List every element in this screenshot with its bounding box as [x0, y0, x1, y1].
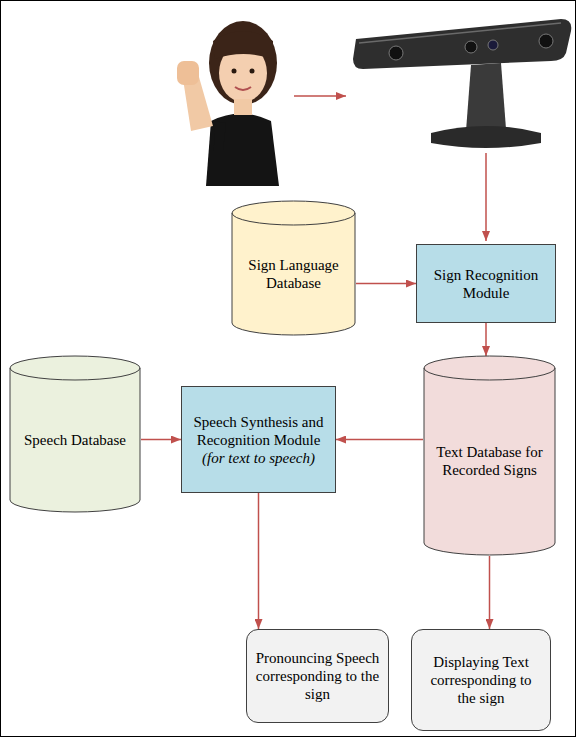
- cylinder-body: [10, 356, 140, 512]
- node-note: (for text to speech): [202, 449, 315, 467]
- flow-arrow: [258, 493, 260, 629]
- node-label: Sign Recognition Module: [425, 266, 547, 302]
- flow-arrow: [485, 323, 487, 356]
- flow-arrow: [141, 439, 181, 441]
- node-label: Displaying Text corresponding to the sig…: [420, 653, 542, 707]
- capture-arrow: [294, 95, 346, 97]
- output-box: Displaying Text corresponding to the sig…: [411, 629, 551, 731]
- database-cylinder: Sign Language Database: [231, 201, 356, 336]
- node-label: Pronouncing Speech corresponding to the …: [255, 649, 380, 703]
- database-cylinder: Text Database for Recorded Signs: [423, 356, 556, 556]
- flow-arrow: [356, 283, 416, 285]
- cylinder-rim: [232, 213, 355, 225]
- node-label: Sign Language Database: [239, 256, 348, 292]
- node-label: Speech Database: [24, 431, 126, 449]
- cylinder-rim: [424, 368, 555, 380]
- flow-arrow: [489, 556, 491, 629]
- node-label: Speech Synthesis and Recognition Module: [190, 413, 327, 449]
- cylinder-body: [424, 356, 555, 555]
- cylinder-body: [232, 201, 355, 335]
- node-label: Text Database for Recorded Signs: [431, 443, 548, 479]
- process-box: Speech Synthesis and Recognition Module(…: [181, 386, 336, 493]
- database-cylinder: Speech Database: [9, 356, 141, 513]
- girl-photo: [151, 3, 291, 186]
- input-arrow: [485, 153, 487, 241]
- process-box: Sign Recognition Module: [416, 244, 556, 323]
- depth-sensor: [353, 19, 571, 148]
- flow-arrow: [336, 439, 423, 441]
- output-box: Pronouncing Speech corresponding to the …: [246, 629, 389, 723]
- cylinder-rim: [10, 368, 140, 380]
